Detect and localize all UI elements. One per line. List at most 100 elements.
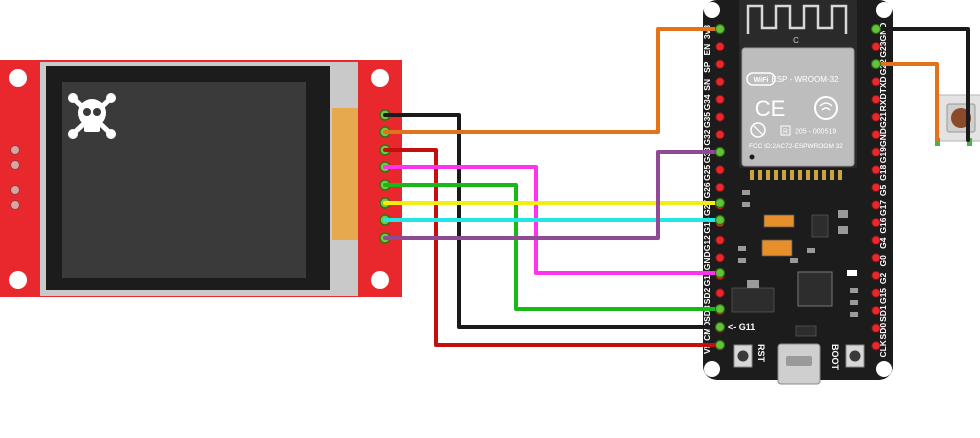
right-pin-label: G2 bbox=[878, 272, 888, 284]
button-leg bbox=[935, 138, 940, 146]
left-pin-hole bbox=[715, 165, 725, 175]
wifi-logo-icon: WiFi bbox=[746, 72, 776, 86]
right-pin-label: SD1 bbox=[878, 305, 888, 322]
right-pin-hole bbox=[871, 112, 881, 122]
right-pin-label: G15 bbox=[878, 288, 888, 304]
rst-button[interactable] bbox=[733, 344, 753, 368]
power-led bbox=[847, 270, 857, 276]
right-pin-label: G21 bbox=[878, 112, 888, 128]
left-pin-label: G13 bbox=[702, 270, 712, 286]
boot-button[interactable] bbox=[845, 344, 865, 368]
capacitor-small bbox=[763, 214, 795, 228]
svg-text:R: R bbox=[783, 129, 788, 136]
right-pin-label: GND bbox=[878, 128, 888, 147]
right-pin-hole bbox=[871, 41, 881, 52]
sd-card-pads bbox=[10, 145, 20, 210]
module-castellations bbox=[750, 170, 842, 180]
board-mount-hole bbox=[704, 361, 720, 377]
wire-endpoint-dot bbox=[714, 321, 726, 333]
module-name: ESP - WROOM-32 bbox=[772, 75, 840, 84]
left-pin-label: V5 bbox=[702, 343, 712, 354]
right-pin-label: TXD bbox=[878, 76, 888, 93]
left-pin-label: SD3 bbox=[702, 305, 712, 322]
right-pin-label: GND bbox=[878, 23, 888, 42]
right-pin-hole bbox=[871, 270, 881, 281]
wire-button-black bbox=[874, 27, 970, 142]
right-pin-hole bbox=[871, 235, 881, 245]
right-pin-label: G4 bbox=[878, 237, 888, 249]
push-button-module bbox=[935, 94, 980, 146]
right-pin-hole bbox=[871, 341, 881, 351]
right-pin-hole bbox=[871, 200, 881, 210]
fcc-id: FCC ID:2AC72-ESPWROOM 32 bbox=[749, 143, 843, 150]
wire-endpoint-dot bbox=[870, 58, 882, 70]
capacitor-large bbox=[761, 239, 793, 257]
right-pin-hole bbox=[871, 217, 881, 228]
right-pin-label: SD0 bbox=[878, 323, 888, 340]
left-pin-hole bbox=[715, 112, 725, 122]
bluetooth-wifi-logo-icon bbox=[814, 96, 838, 120]
esp32-dev-board: C WiFi ESP - WROOM-32 CE R 205 - 000519 … bbox=[702, 0, 893, 385]
skull-logo-icon bbox=[68, 93, 116, 139]
left-pin-label: SD2 bbox=[702, 287, 712, 304]
usb-port-opening bbox=[786, 356, 812, 366]
left-pin-label: SN bbox=[702, 79, 712, 91]
right-pin-hole bbox=[871, 323, 881, 333]
left-pin-hole bbox=[715, 94, 725, 105]
right-pin-hole bbox=[871, 288, 881, 298]
rst-label: RST bbox=[756, 344, 766, 363]
right-pin-label: G23 bbox=[878, 41, 888, 57]
right-pin-label: G22 bbox=[878, 59, 888, 75]
wire-endpoint-dot bbox=[714, 214, 726, 226]
transistor bbox=[811, 214, 829, 238]
wire-endpoint-dot bbox=[714, 303, 726, 315]
wire-green bbox=[383, 183, 722, 311]
svg-text:WiFi: WiFi bbox=[754, 77, 769, 84]
weee-logo-icon bbox=[750, 122, 766, 138]
ce-mark-icon: CE bbox=[755, 96, 786, 121]
left-pin-hole bbox=[715, 288, 725, 298]
board-mount-hole bbox=[704, 2, 720, 18]
wire-endpoint-dot bbox=[714, 339, 726, 351]
right-pin-label: CLK bbox=[878, 339, 888, 357]
button-leg bbox=[967, 138, 972, 146]
shield-label: C bbox=[793, 36, 799, 45]
board-mount-hole bbox=[876, 361, 892, 377]
display-mount-hole bbox=[9, 271, 27, 289]
right-pin-label: G18 bbox=[878, 165, 888, 181]
left-pin-label: G34 bbox=[702, 94, 712, 110]
left-pin-label: G26 bbox=[702, 182, 712, 198]
left-pin-label: GND bbox=[702, 251, 712, 270]
left-pin-hole bbox=[715, 182, 725, 193]
left-pin-hole bbox=[715, 253, 725, 263]
left-pin-label: 3v3 bbox=[702, 25, 712, 39]
wire-purple bbox=[383, 150, 722, 240]
display-mount-hole bbox=[371, 69, 389, 87]
wire-button-orange bbox=[874, 62, 939, 142]
right-pin-hole bbox=[871, 129, 881, 140]
left-pin-label: G32 bbox=[702, 129, 712, 145]
g11-label: <- G11 bbox=[728, 322, 755, 332]
left-pin-label: G33 bbox=[702, 147, 712, 163]
left-pin-label: G14 bbox=[702, 217, 712, 233]
cert-r-number: 205 - 000519 bbox=[795, 129, 836, 136]
right-pin-label: G5 bbox=[878, 184, 888, 196]
esp32-left-pin-column: 3v3ENSPSNG34G35G32G33G25G26G27G14G12GNDG… bbox=[702, 24, 725, 354]
boot-label: BOOT bbox=[830, 344, 840, 371]
voltage-regulator bbox=[731, 287, 775, 313]
wire-endpoint-dot bbox=[870, 23, 882, 35]
pin1-dot bbox=[749, 154, 755, 160]
left-pin-hole bbox=[715, 41, 725, 52]
right-pin-label: RXD bbox=[878, 93, 888, 111]
right-pin-hole bbox=[871, 94, 881, 105]
right-pin-hole bbox=[871, 253, 881, 263]
right-pin-label: G17 bbox=[878, 200, 888, 216]
left-pin-hole bbox=[715, 129, 725, 140]
right-pin-hole bbox=[871, 182, 881, 193]
left-pin-label: G27 bbox=[702, 200, 712, 216]
left-pin-label: G35 bbox=[702, 112, 712, 128]
wire-endpoints bbox=[714, 23, 882, 351]
wire-endpoint-dot bbox=[714, 267, 726, 279]
